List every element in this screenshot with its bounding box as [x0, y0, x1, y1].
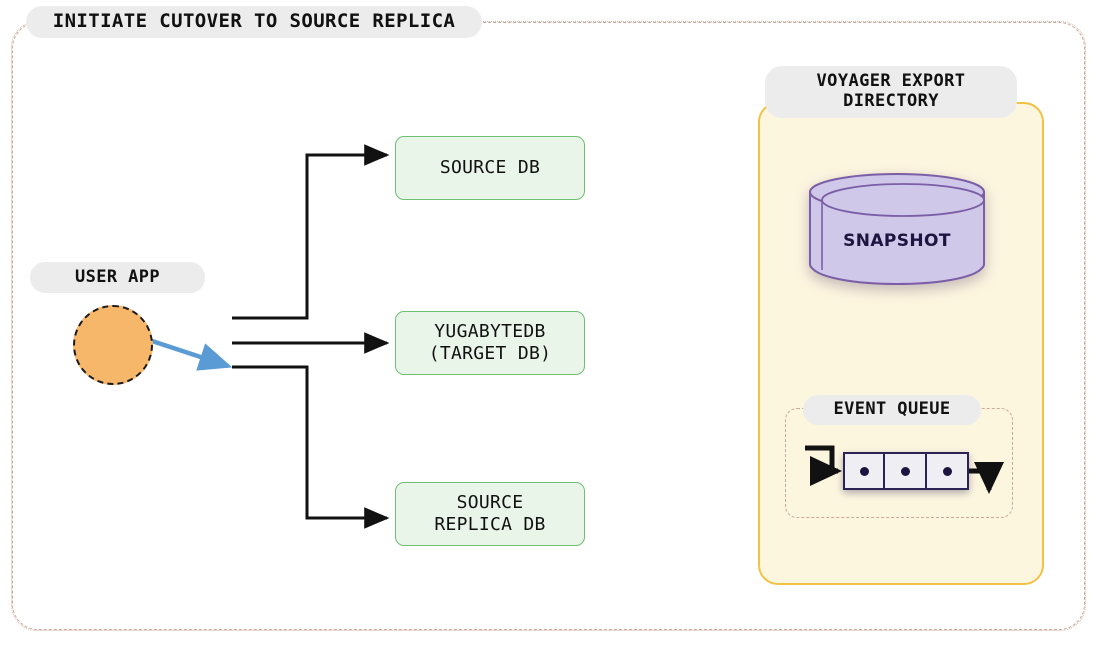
user-app-node[interactable] — [73, 305, 153, 385]
connector-to-source-replica-db — [232, 365, 390, 529]
page-title: INITIATE CUTOVER TO SOURCE REPLICA — [26, 6, 482, 38]
node-source-db[interactable]: SOURCE DB — [395, 136, 585, 200]
event-queue-input-arrow — [805, 445, 843, 486]
event-queue-label: EVENT QUEUE — [803, 395, 981, 425]
voyager-export-directory-label: VOYAGER EXPORT DIRECTORY — [765, 66, 1017, 118]
voyager-label-line2: DIRECTORY — [843, 91, 939, 111]
event-queue-output-arrow — [969, 462, 1005, 495]
event-queue-arrow-layer — [805, 445, 1005, 495]
snapshot-label: SNAPSHOT — [843, 231, 951, 251]
node-source-replica-db[interactable]: SOURCE REPLICA DB — [395, 482, 585, 546]
queue-cell[interactable] — [927, 452, 969, 490]
event-dot-icon — [900, 466, 910, 476]
connector-user-app-active — [151, 338, 233, 371]
event-queue-cells — [843, 452, 969, 490]
snapshot-database-icon[interactable] — [806, 170, 988, 288]
connector-to-source-db — [232, 144, 390, 320]
queue-cell[interactable] — [885, 452, 927, 490]
queue-cell[interactable] — [843, 452, 885, 490]
event-dot-icon — [942, 466, 952, 476]
event-dot-icon — [859, 466, 869, 476]
voyager-label-line1: VOYAGER EXPORT — [816, 71, 966, 92]
user-app-label: USER APP — [30, 262, 205, 293]
node-target-db[interactable]: YUGABYTEDB (TARGET DB) — [395, 311, 585, 375]
